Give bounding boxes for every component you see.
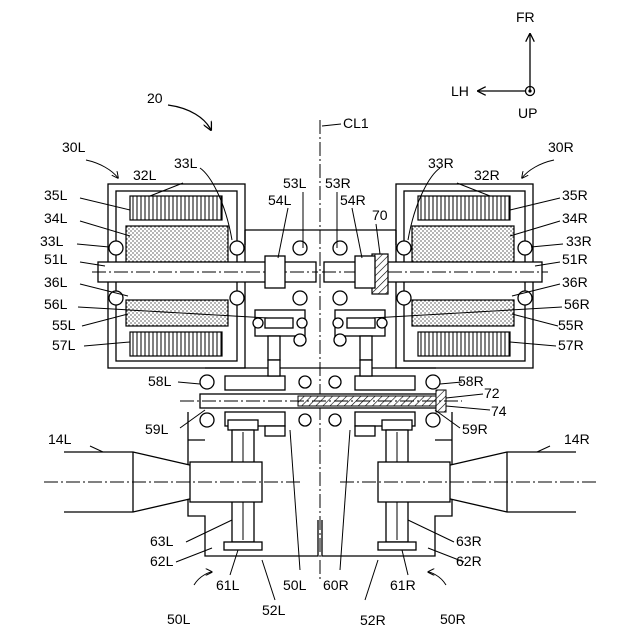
label-55l: 55L: [52, 317, 76, 333]
label-52r: 52R: [360, 612, 386, 628]
front-label: FR: [516, 9, 535, 25]
right-stator-coil-bottom: [418, 332, 510, 356]
label-35l: 35L: [44, 187, 68, 203]
label-34r: 34R: [562, 210, 588, 226]
label-63l: 63L: [150, 533, 174, 549]
label-55r: 55R: [558, 317, 584, 333]
label-35r: 35R: [562, 187, 588, 203]
label-50r: 50R: [440, 611, 466, 627]
label-57l: 57L: [52, 337, 76, 353]
right-stator-core: [412, 226, 514, 266]
label-70: 70: [372, 207, 388, 223]
figure-number: 20: [147, 90, 163, 106]
label-32r: 32R: [474, 167, 500, 183]
label-74: 74: [491, 403, 507, 419]
label-33l-top: 33L: [174, 155, 198, 171]
label-53l: 53L: [283, 175, 307, 191]
label-34l: 34L: [44, 210, 68, 226]
label-56l: 56L: [44, 296, 68, 312]
left-bearing-2: [230, 241, 244, 255]
label-51l: 51L: [44, 251, 68, 267]
direction-indicator: FR LH UP: [451, 9, 537, 121]
middle-shaft-assembly: [180, 360, 462, 436]
label-30l: 30L: [62, 139, 86, 155]
label-51r: 51R: [562, 251, 588, 267]
label-59r: 59R: [462, 421, 488, 437]
left-stator-coil-bottom: [130, 332, 222, 356]
left-bearing-1: [109, 241, 123, 255]
label-36l: 36L: [44, 274, 68, 290]
label-61r: 61R: [390, 577, 416, 593]
label-33r: 33R: [566, 233, 592, 249]
label-53r: 53R: [325, 175, 351, 191]
label-30r: 30R: [548, 139, 574, 155]
left-stator-core: [126, 226, 228, 266]
label-56r: 56R: [564, 296, 590, 312]
label-54r: 54R: [340, 192, 366, 208]
label-63r: 63R: [456, 533, 482, 549]
label-36r: 36R: [562, 274, 588, 290]
label-32l: 32L: [133, 167, 157, 183]
right-bearing-2: [518, 241, 532, 255]
label-52l: 52L: [262, 602, 286, 618]
label-54l: 54L: [268, 192, 292, 208]
label-60r: 60R: [323, 577, 349, 593]
label-33r-top: 33R: [428, 155, 454, 171]
label-58l: 58L: [148, 373, 172, 389]
right-bearing-1: [397, 241, 411, 255]
label-50l-inner: 50L: [283, 577, 307, 593]
label-58r: 58R: [458, 373, 484, 389]
left-stator-coil-top: [130, 196, 222, 220]
label-72: 72: [484, 385, 500, 401]
right-stator-coil-top: [418, 196, 510, 220]
up-label: UP: [518, 105, 537, 121]
label-33l: 33L: [40, 233, 64, 249]
label-14r: 14R: [564, 431, 590, 447]
label-61l: 61L: [216, 577, 240, 593]
label-62r: 62R: [456, 553, 482, 569]
left-label: LH: [451, 83, 469, 99]
label-14l: 14L: [48, 431, 72, 447]
label-59l: 59L: [145, 421, 169, 437]
right-bearing-3: [397, 291, 411, 305]
left-bearing-4: [230, 291, 244, 305]
label-50l: 50L: [167, 611, 191, 627]
label-62l: 62L: [150, 553, 174, 569]
label-57r: 57R: [558, 337, 584, 353]
centerline-label: CL1: [343, 115, 369, 131]
